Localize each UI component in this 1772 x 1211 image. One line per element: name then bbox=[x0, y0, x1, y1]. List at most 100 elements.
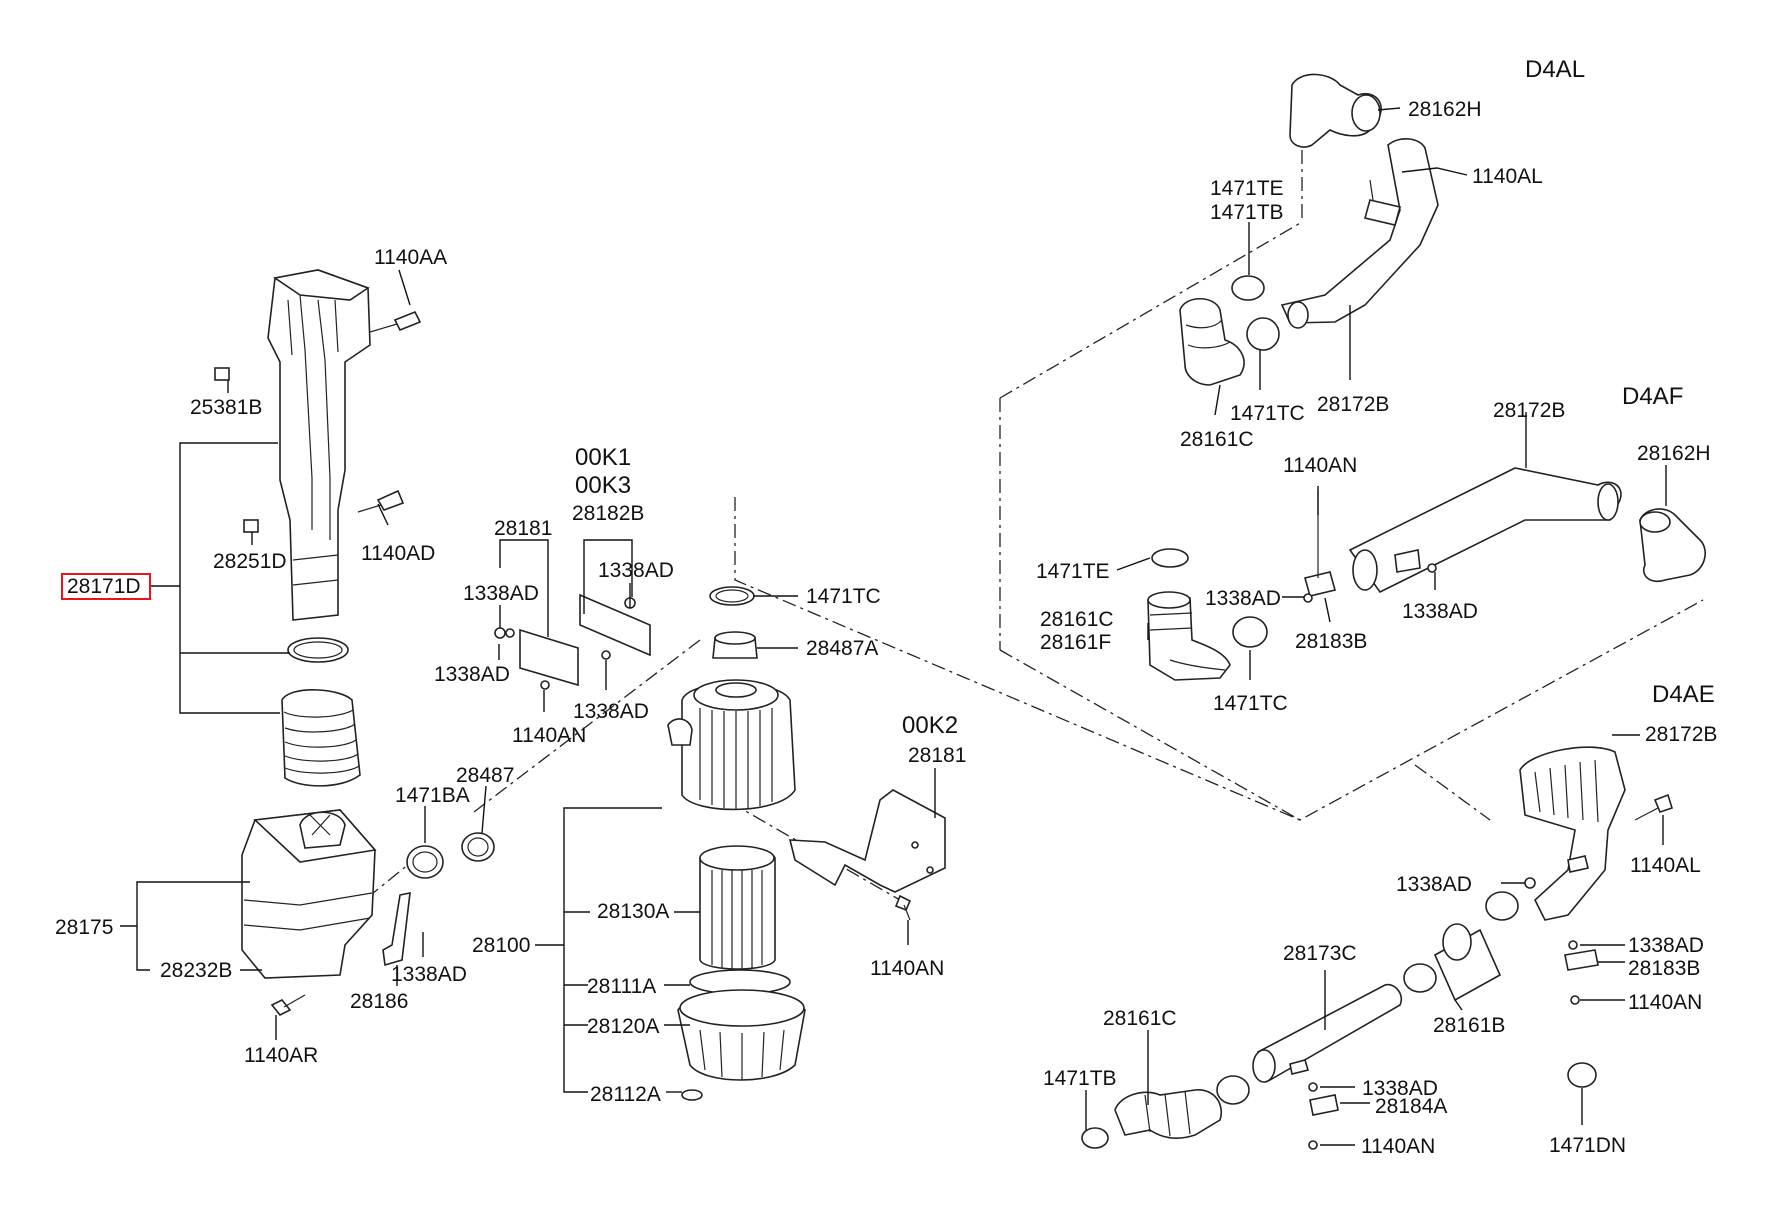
label-1338ad-bracket-b: 1338AD bbox=[434, 663, 510, 686]
label-28251d: 28251D bbox=[213, 550, 287, 573]
label-28181-00k1: 28181 bbox=[494, 517, 552, 540]
variant-label-d4al: D4AL bbox=[1525, 56, 1585, 83]
label-1338ad-d4af-a: 1338AD bbox=[1205, 587, 1281, 610]
hose-28161c-d4af[interactable] bbox=[1147, 591, 1231, 681]
bracket-28186[interactable] bbox=[382, 891, 411, 967]
filter-element-28130a[interactable] bbox=[699, 845, 776, 970]
option-label-00k2: 00K2 bbox=[902, 712, 958, 739]
label-28161c-d4af: 28161C bbox=[1040, 608, 1114, 631]
tube-28172b-d4al[interactable] bbox=[1280, 138, 1439, 329]
label-1338ad-d4af-b: 1338AD bbox=[1402, 600, 1478, 623]
label-28111a: 28111A bbox=[587, 975, 656, 998]
label-28172b-d4al: 28172B bbox=[1317, 393, 1389, 416]
label-28232b: 28232B bbox=[160, 959, 232, 982]
snorkel-bolts[interactable] bbox=[214, 310, 422, 533]
label-28487a: 28487A bbox=[806, 637, 878, 660]
intake-duct-28172b-d4ae[interactable] bbox=[1519, 746, 1626, 921]
bracket-28182b-00k3[interactable] bbox=[579, 593, 651, 660]
label-28130a: 28130A bbox=[597, 900, 669, 923]
label-28183b-d4ae: 28183B bbox=[1628, 957, 1700, 980]
option-label-00k3: 00K3 bbox=[575, 472, 631, 499]
variant-label-d4ae: D4AE bbox=[1652, 681, 1715, 708]
label-1338ad-left: 1338AD bbox=[391, 963, 467, 986]
dust-cup-28120a[interactable] bbox=[677, 989, 806, 1081]
bolt-1140al-d4ae[interactable] bbox=[1634, 793, 1673, 821]
label-1471tb-d4ae: 1471TB bbox=[1043, 1067, 1117, 1090]
label-28162h-d4al: 28162H bbox=[1408, 98, 1482, 121]
label-1140an-d4af: 1140AN bbox=[1283, 454, 1357, 477]
label-28172b-d4ae: 28172B bbox=[1645, 723, 1717, 746]
bracket-28183b-d4af[interactable] bbox=[1303, 490, 1437, 603]
elbow-28162h-d4af[interactable] bbox=[1639, 508, 1706, 583]
label-28181-00k2: 28181 bbox=[908, 744, 966, 767]
valve-28112a[interactable] bbox=[681, 1089, 703, 1101]
box-bolt-1140ar[interactable] bbox=[270, 994, 306, 1017]
label-28186: 28186 bbox=[350, 990, 408, 1013]
clamps-d4al[interactable] bbox=[1231, 275, 1280, 351]
tube-28172b-d4af[interactable] bbox=[1348, 467, 1622, 594]
label-1140al-d4ae: 1140AL bbox=[1630, 854, 1701, 877]
option-label-00k1: 00K1 bbox=[575, 444, 631, 471]
label-1471ba: 1471BA bbox=[395, 784, 470, 807]
label-28161b: 28161B bbox=[1433, 1014, 1505, 1037]
label-1471te-d4af: 1471TE bbox=[1036, 560, 1110, 583]
bracket-28181-00k1[interactable] bbox=[494, 627, 579, 690]
clamps-d4ae[interactable] bbox=[1081, 891, 1597, 1149]
label-28161c-d4al: 28161C bbox=[1180, 428, 1254, 451]
label-1471te-d4al: 1471TE bbox=[1210, 177, 1284, 200]
label-28112a: 28112A bbox=[590, 1083, 661, 1106]
tube-28173c-d4ae[interactable] bbox=[1252, 983, 1403, 1083]
label-25381b: 25381B bbox=[190, 396, 262, 419]
brackets-d4ae[interactable] bbox=[1308, 877, 1599, 1150]
label-1338ad-d4ae-c: 1338AD bbox=[1362, 1077, 1438, 1100]
label-1338ad-bracket-c: 1338AD bbox=[598, 559, 674, 582]
label-1338ad-d4ae-b: 1338AD bbox=[1628, 934, 1704, 957]
label-28161c-d4ae: 28161C bbox=[1103, 1007, 1177, 1030]
label-1140al-d4al: 1140AL bbox=[1472, 165, 1543, 188]
mount-bracket-28181-00k2[interactable] bbox=[788, 789, 946, 921]
label-1140aa: 1140AA bbox=[374, 246, 447, 269]
label-1338ad-d4ae-a: 1338AD bbox=[1396, 873, 1472, 896]
label-1140an-center: 1140AN bbox=[870, 957, 944, 980]
label-28173c: 28173C bbox=[1283, 942, 1357, 965]
label-1140ar: 1140AR bbox=[244, 1044, 318, 1067]
label-1471dn: 1471DN bbox=[1549, 1134, 1626, 1157]
label-28184a: 28184A bbox=[1375, 1095, 1447, 1118]
label-1140ad: 1140AD bbox=[361, 542, 435, 565]
clamp-1471ba[interactable] bbox=[406, 845, 444, 879]
label-28100: 28100 bbox=[472, 934, 530, 957]
air-cleaner-housing[interactable] bbox=[667, 679, 796, 811]
hose-28161c-d4al[interactable] bbox=[1179, 297, 1245, 386]
leader-lines bbox=[120, 107, 1667, 1146]
hose-28161b-d4ae[interactable] bbox=[1433, 923, 1502, 1002]
label-1471tc-d4al: 1471TC bbox=[1230, 402, 1305, 425]
clamp-1471tc-top[interactable] bbox=[709, 586, 755, 606]
label-28487: 28487 bbox=[456, 764, 514, 787]
label-28182b: 28182B bbox=[572, 502, 644, 525]
highlight-box-28171d bbox=[61, 573, 151, 600]
label-28172b-d4af: 28172B bbox=[1493, 399, 1565, 422]
label-28161f: 28161F bbox=[1040, 631, 1111, 654]
adapter-28487a[interactable] bbox=[712, 631, 758, 659]
label-28175: 28175 bbox=[55, 916, 113, 939]
variant-label-d4af: D4AF bbox=[1622, 383, 1683, 410]
elbow-28162h-d4al[interactable] bbox=[1289, 73, 1382, 148]
connector-28487[interactable] bbox=[461, 832, 495, 862]
label-1338ad-bracket-d: 1338AD bbox=[573, 700, 649, 723]
label-1471tc-center: 1471TC bbox=[806, 585, 881, 608]
label-1140an-d4ae-a: 1140AN bbox=[1628, 991, 1702, 1014]
snorkel-bellows-hose[interactable] bbox=[281, 689, 361, 787]
label-28162h-d4af: 28162H bbox=[1637, 442, 1711, 465]
clamps-d4af[interactable] bbox=[1151, 548, 1268, 648]
label-28120a: 28120A bbox=[587, 1015, 659, 1038]
label-1140an-d4ae-b: 1140AN bbox=[1361, 1135, 1435, 1158]
label-1140an-bracket: 1140AN bbox=[512, 724, 586, 747]
label-28183b-d4af: 28183B bbox=[1295, 630, 1367, 653]
snorkel-hose-clamp[interactable] bbox=[287, 637, 349, 663]
label-28171d[interactable]: 28171D bbox=[67, 575, 141, 598]
hose-28161c-d4ae[interactable] bbox=[1114, 1089, 1222, 1140]
snorkel-duct[interactable] bbox=[267, 269, 371, 621]
label-1338ad-bracket-a: 1338AD bbox=[463, 582, 539, 605]
pre-cleaner-box[interactable] bbox=[241, 809, 377, 979]
